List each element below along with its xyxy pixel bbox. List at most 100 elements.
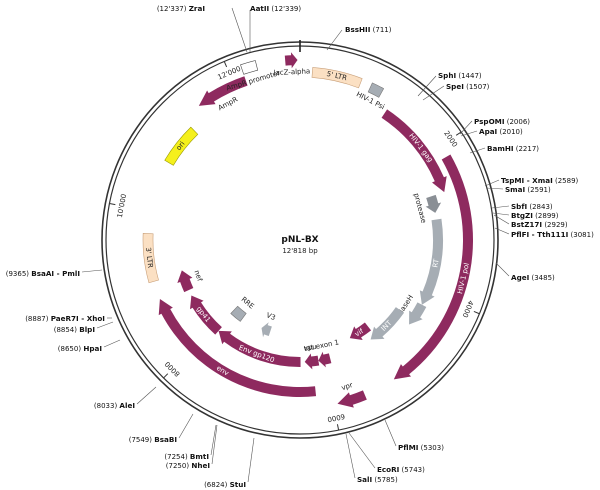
site-leader-line bbox=[492, 212, 510, 216]
site-leader-line bbox=[96, 321, 114, 329]
site-bamhi: BamHI (2217) bbox=[469, 144, 539, 154]
site-enzyme: SphI bbox=[438, 71, 456, 80]
site-alei: (8033) AleI bbox=[94, 386, 157, 410]
site-leader-line bbox=[178, 413, 194, 439]
feature-vpu: vpu bbox=[303, 343, 320, 370]
site-leader-line bbox=[422, 85, 445, 101]
site-label: (9365) BsaAI - PmlI bbox=[6, 269, 81, 278]
site-position: (2929) bbox=[542, 221, 568, 229]
feature-box bbox=[164, 126, 199, 166]
site-nhei: (7250) NheI bbox=[166, 424, 218, 470]
site-enzyme: PaeR7I - XhoI bbox=[51, 314, 106, 323]
tick-mark bbox=[455, 131, 462, 136]
site-leader-line bbox=[326, 29, 343, 51]
site-ecori: EcoRI (5743) bbox=[348, 432, 425, 474]
site-enzyme: BsaAI - PmlI bbox=[31, 269, 80, 278]
site-position: (2217) bbox=[514, 145, 540, 153]
site-tspmi-xmai: TspMI - XmaI (2589) bbox=[484, 176, 579, 187]
site-enzyme: PflFI - Tth111I bbox=[511, 230, 569, 239]
feature-arrow bbox=[425, 194, 442, 213]
feature-box bbox=[311, 67, 363, 89]
site-enzyme: SalI bbox=[357, 475, 372, 484]
site-label: (12'337) ZraI bbox=[157, 4, 205, 13]
feature-arrow bbox=[158, 299, 317, 397]
feature-label: lacZ-alpha bbox=[273, 67, 310, 77]
feature-label: Env gp120 bbox=[238, 344, 276, 365]
site-leader-line bbox=[136, 386, 157, 405]
feature-rt: RT bbox=[419, 218, 443, 305]
site-position: (8887) bbox=[25, 315, 51, 323]
site-label: BssHII (711) bbox=[345, 25, 392, 34]
tick-mark bbox=[109, 202, 116, 206]
site-btgzi: BtgZI (2899) bbox=[492, 211, 559, 220]
feature-label: RT bbox=[431, 258, 440, 269]
site-enzyme: ApaI bbox=[479, 127, 498, 136]
site-pflmi: PflMI (5303) bbox=[384, 419, 444, 452]
tick-mark bbox=[336, 424, 340, 431]
feature-arrow bbox=[381, 109, 447, 193]
site-sphi: SphI (1447) bbox=[417, 71, 482, 97]
site-enzyme: AgeI bbox=[511, 273, 530, 282]
site-bsabi: (7549) BsaBI bbox=[129, 413, 194, 444]
site-position: (12'339) bbox=[269, 5, 301, 13]
site-leader-line bbox=[211, 424, 218, 465]
feature-arrow bbox=[218, 330, 301, 367]
feature-label: HIV-1 gag bbox=[407, 132, 434, 164]
feature-label: vif bbox=[353, 327, 365, 339]
site-apai: ApaI (2010) bbox=[460, 127, 523, 137]
site-position: (5303) bbox=[418, 444, 444, 452]
feature-int: INT bbox=[370, 307, 405, 340]
site-label: AgeI (3485) bbox=[511, 273, 555, 282]
feature-vif: vif bbox=[349, 322, 372, 340]
tick-label: 10'000 bbox=[116, 193, 128, 218]
site-spei: SpeI (1507) bbox=[422, 82, 490, 101]
feature-protease: protease bbox=[412, 192, 442, 224]
site-leader-line bbox=[494, 227, 510, 235]
site-position: (1447) bbox=[456, 72, 482, 80]
site-bstz17i: BstZ17I (2929) bbox=[493, 214, 568, 229]
site-pflfi-tth111i: PflFI - Tth111I (3081) bbox=[494, 227, 594, 239]
site-position: (2591) bbox=[525, 186, 551, 194]
site-sali: SalI (5785) bbox=[345, 433, 398, 484]
feature-arrow bbox=[304, 353, 320, 370]
site-leader-line bbox=[460, 130, 478, 137]
site-label: PflMI (5303) bbox=[398, 443, 444, 452]
site-position: (2010) bbox=[497, 128, 523, 136]
feature-hiv-1-psi: HIV-1 Psi bbox=[355, 82, 386, 111]
site-position: (8033) bbox=[94, 402, 120, 410]
site-leader-line bbox=[459, 120, 473, 135]
tick-mark bbox=[473, 311, 480, 315]
site-enzyme: BmtI bbox=[190, 452, 209, 461]
site-leader-line bbox=[231, 7, 248, 53]
site-label: (7549) BsaBI bbox=[129, 435, 178, 444]
site-label: (8650) HpaI bbox=[58, 344, 103, 353]
site-label: BamHI (2217) bbox=[487, 144, 539, 153]
feature-env-gp120: Env gp120 bbox=[218, 330, 301, 367]
site-position: (3485) bbox=[529, 274, 555, 282]
site-position: (7549) bbox=[129, 436, 155, 444]
feature-label: 3' LTR bbox=[144, 247, 154, 269]
feature-label: vpr bbox=[340, 381, 353, 392]
feature-arrow bbox=[370, 307, 405, 340]
site-enzyme: TspMI - XmaI bbox=[501, 176, 553, 185]
site-leader-line bbox=[345, 433, 356, 479]
site-zrai: (12'337) ZraI bbox=[157, 4, 248, 53]
site-agei: AgeI (3485) bbox=[495, 262, 555, 282]
site-label: PflFI - Tth111I (3081) bbox=[511, 230, 594, 239]
site-label: BstZ17I (2929) bbox=[511, 220, 568, 229]
site-leader-line bbox=[417, 75, 437, 97]
feature-label: RRE bbox=[240, 295, 256, 310]
map-center-label: pNL-BX 12'818 bp bbox=[281, 235, 318, 255]
site-enzyme: AleI bbox=[119, 401, 135, 410]
feature-label: vpu bbox=[303, 343, 317, 352]
site-enzyme: EcoRI bbox=[377, 465, 400, 474]
site-leader-line bbox=[495, 262, 510, 277]
site-bsshii: BssHII (711) bbox=[326, 25, 392, 51]
site-enzyme: BamHI bbox=[487, 144, 514, 153]
plasmid-length: 12'818 bp bbox=[282, 247, 318, 255]
feature-ori: ori bbox=[164, 126, 199, 166]
site-label: BtgZI (2899) bbox=[511, 211, 559, 220]
tick-mark bbox=[163, 373, 169, 379]
feature-arrow bbox=[198, 76, 248, 106]
